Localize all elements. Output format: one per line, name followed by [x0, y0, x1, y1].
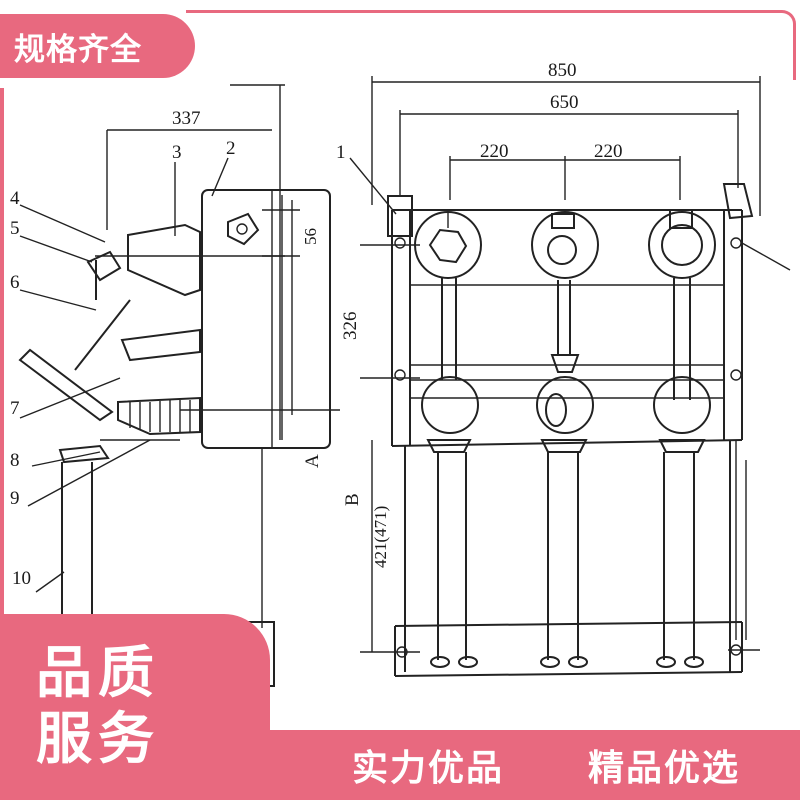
callout-3: 3 — [172, 142, 182, 163]
banner-right-text: 精品优选 — [587, 748, 740, 789]
dim-B: B — [342, 493, 363, 506]
dim-220-right: 220 — [594, 141, 623, 162]
callout-5: 5 — [10, 218, 20, 239]
dim-56: 56 — [301, 228, 320, 245]
phase-left — [414, 211, 482, 668]
callout-10: 10 — [12, 568, 31, 589]
callout-1: 1 — [336, 142, 346, 163]
callout-8: 8 — [10, 450, 20, 471]
decorative-frame-left — [0, 88, 10, 628]
bottom-badge: 品质 服务 — [0, 614, 270, 800]
banner-left-text: 实力优品 — [351, 748, 504, 789]
top-badge-text: 规格齐全 — [14, 31, 142, 68]
decorative-frame-top — [186, 10, 796, 80]
dim-650: 650 — [550, 92, 579, 113]
callout-2: 2 — [226, 138, 236, 159]
phase-right — [648, 209, 716, 668]
dim-421: 421(471) — [371, 506, 390, 568]
dim-A: A — [302, 454, 323, 468]
callout-9: 9 — [10, 488, 20, 509]
bottom-banner: 实力优品 精品优选 — [270, 730, 800, 800]
bottom-badge-line1: 品质 — [36, 641, 160, 706]
dim-337: 337 — [172, 108, 201, 129]
phase-middle — [531, 211, 599, 668]
top-badge: 规格齐全 — [0, 14, 195, 78]
bottom-badge-line2: 服务 — [36, 707, 160, 772]
side-view: 337 56 — [10, 84, 340, 687]
callout-4: 4 — [10, 188, 20, 209]
dim-326: 326 — [340, 312, 361, 341]
dim-220-left: 220 — [480, 141, 509, 162]
dim-850: 850 — [548, 60, 577, 81]
callout-7: 7 — [10, 398, 20, 419]
callout-6: 6 — [10, 272, 20, 293]
front-view: 850 650 220 220 1 — [336, 60, 791, 677]
